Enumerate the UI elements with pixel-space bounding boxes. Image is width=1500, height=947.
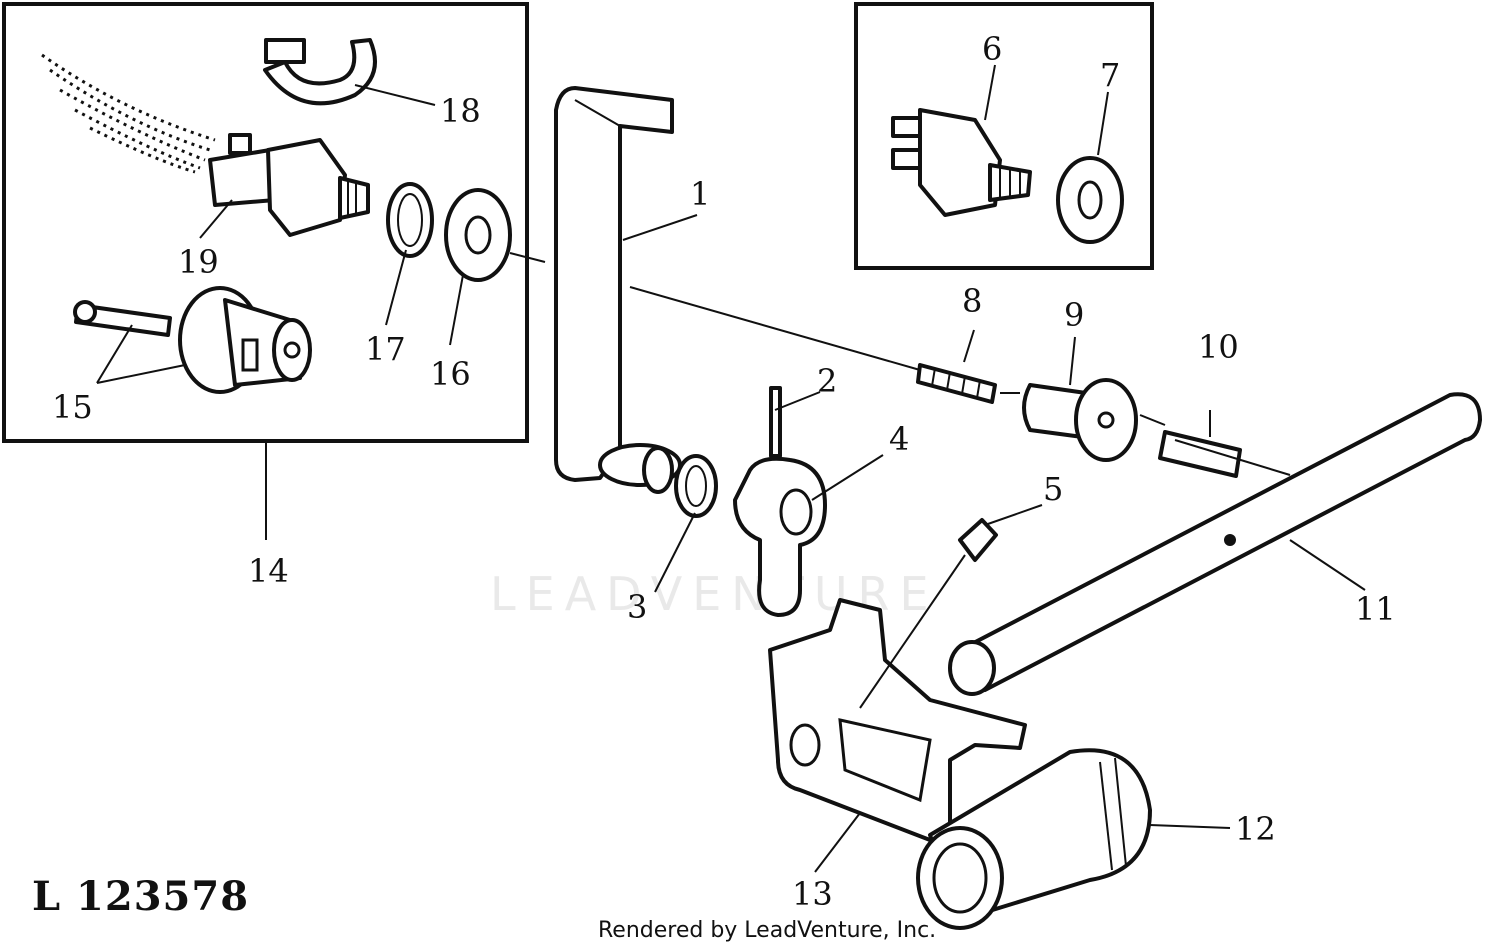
part-10-pin-shape [1158,430,1242,478]
callout-1: 1 [690,175,710,213]
part-5-screw-shape [958,518,998,562]
part-13-shift-fork-shape [768,598,1027,842]
callout-14: 14 [248,552,289,590]
leader-lines [96,64,1366,873]
part-19-sensor-shape [208,133,370,237]
part-9-plunger-shape [1022,378,1138,462]
render-credit: Rendered by LeadVenture, Inc. [598,918,936,943]
part-18-clip-shape [263,38,377,106]
part-4-arm-shape [733,456,827,617]
callout-8: 8 [962,282,982,320]
callout-5: 5 [1043,470,1063,508]
callout-labels: 1 2 3 4 5 6 7 8 9 10 11 12 13 14 15 16 1… [52,30,1396,913]
callout-7: 7 [1100,56,1120,94]
part-6-switch-shape [891,108,1032,217]
part-2-pin-shape [769,386,782,458]
part-8-spring-shape [916,363,997,404]
part-15-plug-and-pin-shape [73,286,312,394]
callout-17: 17 [365,330,406,368]
callout-3: 3 [627,588,647,626]
callout-11: 11 [1355,590,1396,628]
callout-12: 12 [1235,810,1276,848]
callout-15: 15 [52,388,93,426]
callout-18: 18 [440,92,481,130]
wire-harness-shape [41,53,216,174]
reference-code: L 123578 [32,873,249,920]
part-12-shift-collar-shape [916,748,1152,930]
callout-19: 19 [178,243,219,281]
callout-9: 9 [1064,296,1084,334]
callout-16: 16 [430,355,471,393]
inset-box-alt-switch [854,2,1154,270]
part-11-shift-shaft-shape [948,392,1482,696]
callout-10: 10 [1198,328,1239,366]
part-1-shift-lever-shape [554,86,682,494]
callout-4: 4 [889,420,909,458]
callout-13: 13 [792,875,833,913]
callout-2: 2 [817,362,837,400]
callout-6: 6 [982,30,1002,68]
